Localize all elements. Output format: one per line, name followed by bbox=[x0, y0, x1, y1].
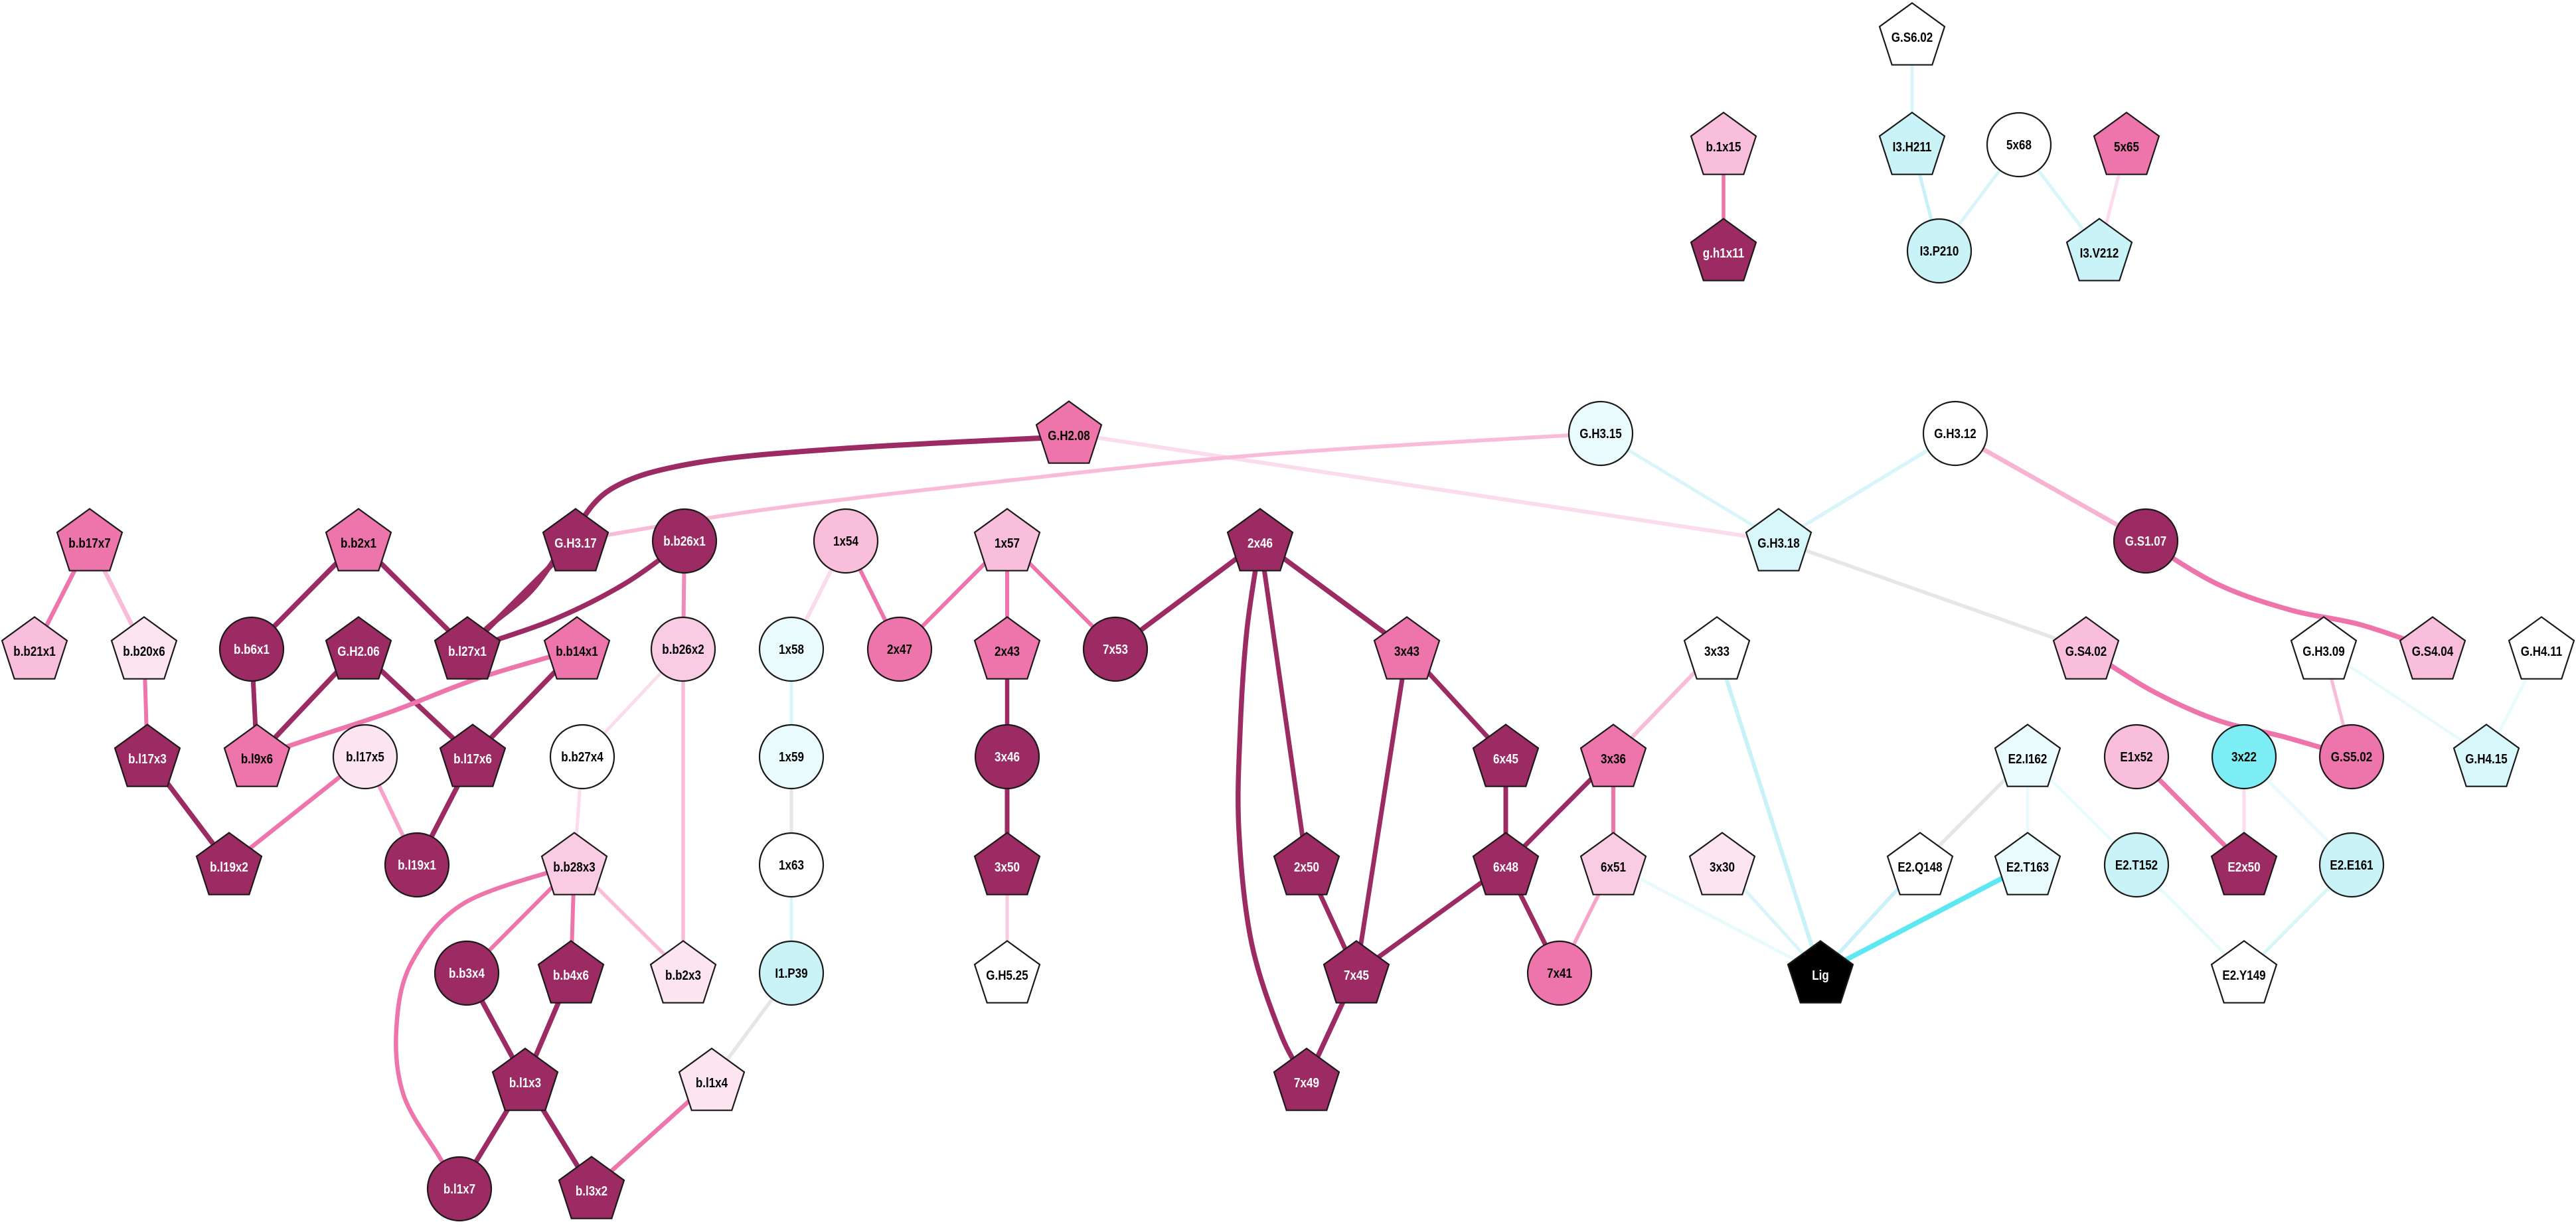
svg-text:G.H3.17: G.H3.17 bbox=[554, 536, 596, 551]
svg-text:I3.V212: I3.V212 bbox=[2080, 246, 2119, 261]
svg-text:b.1x15: b.1x15 bbox=[1706, 139, 1741, 155]
svg-text:E2.I162: E2.I162 bbox=[2008, 751, 2048, 767]
svg-text:b.l1x4: b.l1x4 bbox=[696, 1075, 728, 1091]
svg-text:b.l17x6: b.l17x6 bbox=[453, 751, 492, 767]
svg-text:b.b27x4: b.b27x4 bbox=[561, 749, 604, 765]
svg-text:G.H4.11: G.H4.11 bbox=[2521, 644, 2562, 659]
svg-text:G.H3.18: G.H3.18 bbox=[1757, 536, 1799, 551]
svg-text:g.h1x11: g.h1x11 bbox=[1703, 246, 1744, 261]
svg-text:G.H2.08: G.H2.08 bbox=[1048, 428, 1089, 443]
svg-text:E2.T163: E2.T163 bbox=[2006, 860, 2049, 875]
svg-text:7x53: 7x53 bbox=[1103, 642, 1128, 657]
svg-text:b.l19x1: b.l19x1 bbox=[398, 858, 436, 873]
svg-text:G.S5.02: G.S5.02 bbox=[2331, 749, 2372, 765]
svg-text:E2.T152: E2.T152 bbox=[2115, 858, 2158, 873]
svg-text:2x47: 2x47 bbox=[887, 642, 912, 657]
svg-text:3x50: 3x50 bbox=[995, 860, 1020, 875]
svg-text:b.b28x3: b.b28x3 bbox=[553, 860, 595, 875]
svg-text:b.l19x2: b.l19x2 bbox=[210, 860, 248, 875]
svg-text:b.b6x1: b.b6x1 bbox=[234, 642, 270, 657]
svg-text:6x51: 6x51 bbox=[1601, 860, 1626, 875]
svg-text:I1.P39: I1.P39 bbox=[775, 966, 807, 981]
svg-text:7x49: 7x49 bbox=[1294, 1075, 1319, 1091]
svg-text:b.b17x7: b.b17x7 bbox=[68, 536, 110, 551]
svg-text:G.S4.04: G.S4.04 bbox=[2412, 644, 2454, 659]
svg-text:b.l3x2: b.l3x2 bbox=[576, 1184, 607, 1199]
svg-text:1x58: 1x58 bbox=[779, 642, 804, 657]
svg-text:G.S4.02: G.S4.02 bbox=[2065, 644, 2107, 659]
svg-text:G.S6.02: G.S6.02 bbox=[1892, 30, 1933, 45]
svg-text:G.H2.06: G.H2.06 bbox=[337, 644, 379, 659]
svg-text:2x43: 2x43 bbox=[995, 644, 1020, 659]
svg-text:b.b20x6: b.b20x6 bbox=[123, 644, 165, 659]
svg-text:b.b4x6: b.b4x6 bbox=[553, 968, 589, 983]
svg-text:G.S1.07: G.S1.07 bbox=[2125, 534, 2166, 549]
svg-text:G.H3.12: G.H3.12 bbox=[1934, 426, 1976, 441]
svg-text:E2x50: E2x50 bbox=[2227, 860, 2260, 875]
svg-text:5x68: 5x68 bbox=[2006, 137, 2032, 153]
svg-text:b.l17x3: b.l17x3 bbox=[128, 751, 167, 767]
svg-text:1x57: 1x57 bbox=[995, 536, 1020, 551]
svg-text:3x36: 3x36 bbox=[1601, 751, 1626, 767]
svg-text:3x22: 3x22 bbox=[2231, 749, 2257, 765]
svg-text:7x41: 7x41 bbox=[1547, 966, 1572, 981]
svg-text:1x59: 1x59 bbox=[779, 749, 804, 765]
svg-text:b.b3x4: b.b3x4 bbox=[449, 966, 485, 981]
svg-text:1x54: 1x54 bbox=[833, 534, 858, 549]
svg-text:3x46: 3x46 bbox=[995, 749, 1020, 765]
svg-text:I3.H211: I3.H211 bbox=[1893, 139, 1932, 155]
svg-text:Lig: Lig bbox=[1812, 968, 1829, 983]
svg-text:G.H5.25: G.H5.25 bbox=[986, 968, 1028, 983]
svg-text:G.H4.15: G.H4.15 bbox=[2465, 751, 2507, 767]
svg-text:5x65: 5x65 bbox=[2114, 139, 2139, 155]
svg-text:2x50: 2x50 bbox=[1294, 860, 1319, 875]
svg-text:6x45: 6x45 bbox=[1493, 751, 1518, 767]
svg-text:b.b2x3: b.b2x3 bbox=[665, 968, 701, 983]
svg-text:E1x52: E1x52 bbox=[2120, 749, 2152, 765]
svg-text:b.b14x1: b.b14x1 bbox=[556, 644, 598, 659]
svg-text:b.l1x7: b.l1x7 bbox=[443, 1182, 475, 1197]
svg-text:E2.Q148: E2.Q148 bbox=[1897, 860, 1942, 875]
svg-text:b.l17x5: b.l17x5 bbox=[346, 749, 384, 765]
svg-text:b.l1x3: b.l1x3 bbox=[509, 1075, 541, 1091]
svg-text:b.b26x2: b.b26x2 bbox=[662, 642, 704, 657]
svg-text:2x46: 2x46 bbox=[1248, 536, 1273, 551]
svg-text:E2.Y149: E2.Y149 bbox=[2222, 968, 2265, 983]
svg-text:b.b21x1: b.b21x1 bbox=[13, 644, 55, 659]
svg-text:b.b26x1: b.b26x1 bbox=[663, 534, 705, 549]
svg-text:1x63: 1x63 bbox=[779, 858, 804, 873]
svg-text:I3.P210: I3.P210 bbox=[1920, 244, 1959, 259]
svg-text:3x33: 3x33 bbox=[1704, 644, 1730, 659]
svg-text:b.l27x1: b.l27x1 bbox=[448, 644, 487, 659]
svg-text:E2.E161: E2.E161 bbox=[2330, 858, 2373, 873]
svg-text:b.l9x6: b.l9x6 bbox=[241, 751, 273, 767]
svg-text:3x43: 3x43 bbox=[1394, 644, 1419, 659]
svg-text:b.b2x1: b.b2x1 bbox=[341, 536, 376, 551]
svg-text:G.H3.09: G.H3.09 bbox=[2302, 644, 2344, 659]
svg-text:7x45: 7x45 bbox=[1344, 968, 1369, 983]
svg-text:3x30: 3x30 bbox=[1710, 860, 1735, 875]
svg-text:6x48: 6x48 bbox=[1493, 860, 1518, 875]
svg-text:G.H3.15: G.H3.15 bbox=[1579, 426, 1621, 441]
